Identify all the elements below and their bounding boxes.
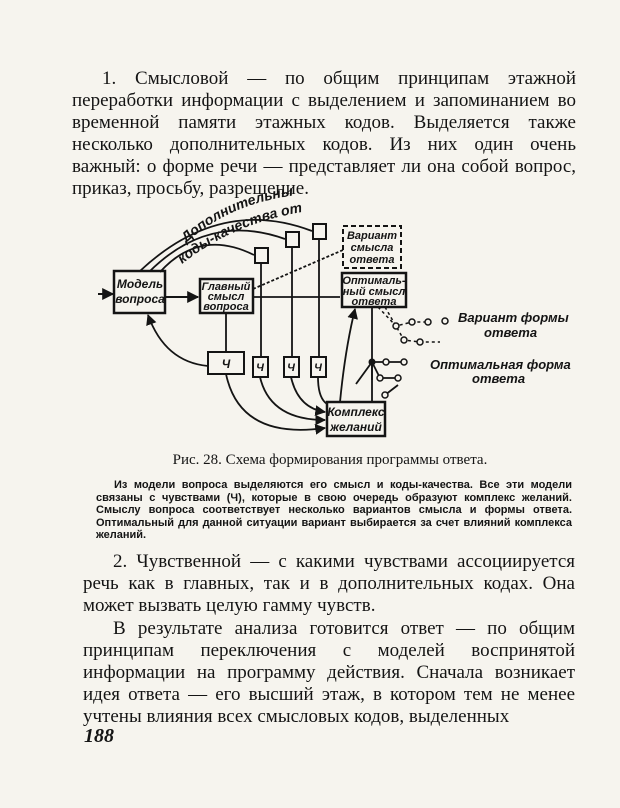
optimal-meaning-box — [340, 271, 408, 309]
main-label-3: вопроса — [203, 301, 248, 313]
optimal-form-label-2: ответа — [472, 371, 525, 386]
desires-label-1: Комплекс — [327, 405, 385, 419]
desires-complex-box — [325, 400, 387, 438]
page-number: 188 — [84, 725, 114, 747]
figure-note: Из модели вопроса выделяются его смысл и… — [96, 479, 572, 541]
code-box-2 — [285, 231, 300, 248]
desires-label-2: желаний — [329, 420, 382, 434]
variant-form-label-2: ответа — [484, 325, 537, 340]
code-box-1 — [254, 247, 269, 264]
model-label-2: вопроса — [115, 292, 165, 306]
model-question-box — [112, 269, 167, 315]
optimal-meaning-label-3: ответа — [352, 296, 397, 308]
feeling-label-2: Ч — [287, 362, 295, 374]
figure-caption: Рис. 28. Схема формирования программы от… — [172, 452, 488, 468]
main-label-1: Главный — [202, 281, 251, 293]
paragraph-semantic: 1. Смысловой — по общим принципам этажно… — [72, 68, 576, 199]
optimal-meaning-label-2: ный смысл — [343, 286, 406, 298]
paragraph-result: В результате анализа готовится ответ — п… — [83, 618, 575, 727]
code-box-3 — [312, 223, 327, 240]
feeling-label-main: Ч — [222, 357, 231, 371]
optimal-form-label-1: Оптимальная форма — [430, 357, 571, 372]
variant-meaning-label-3: ответа — [350, 254, 395, 266]
optimal-meaning-label-1: Оптималь- — [342, 275, 406, 287]
variant-meaning-label-2: смысла — [351, 242, 394, 254]
feeling-label-3: Ч — [314, 362, 322, 374]
variant-form-label-1: Вариант формы — [458, 310, 569, 325]
variant-meaning-box — [342, 225, 402, 269]
label-additional-codes-1: Дополнительные — [0, 0, 294, 246]
variant-meaning-label-1: Вариант — [347, 230, 397, 242]
paragraph-emotional: 2. Чувственной — с какими чувствами ассо… — [83, 551, 575, 616]
model-label-1: Модель — [117, 277, 163, 291]
main-label-2: смысл — [208, 291, 245, 303]
label-additional-codes-2: коды-качества ответа — [0, 0, 303, 266]
feeling-label-1: Ч — [256, 362, 264, 374]
